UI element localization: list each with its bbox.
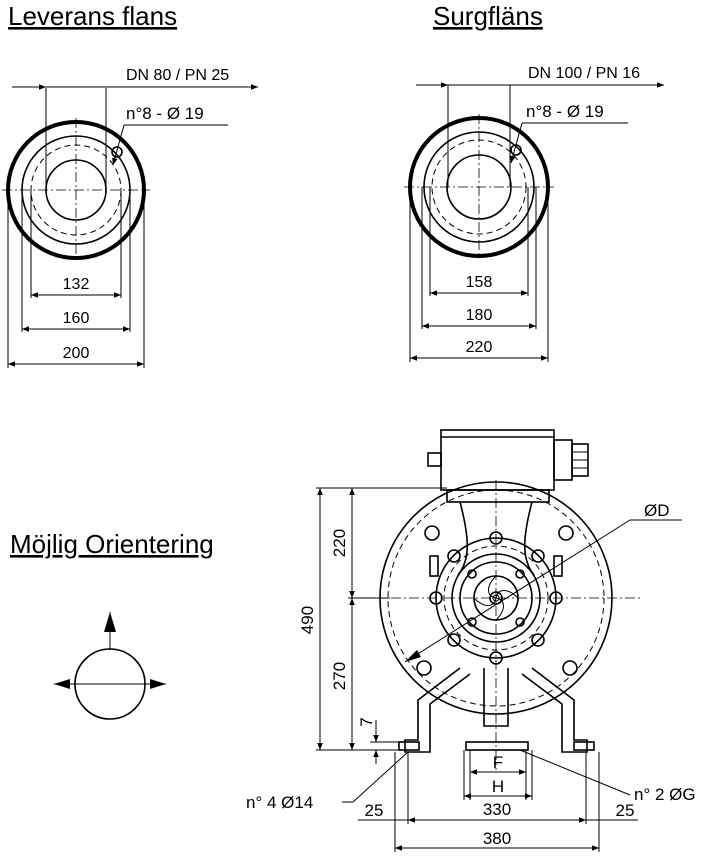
pump-label-n4-o14: n° 4 Ø14 [246, 793, 313, 812]
right-flange-drawing [404, 82, 664, 362]
right-flange-dim-220: 220 [466, 339, 493, 356]
pump-dimensions [316, 487, 638, 852]
pump-label-h: H [492, 777, 504, 796]
arrow-up-icon [104, 612, 116, 632]
pump-dim-330: 330 [483, 800, 511, 819]
arrow-left-icon [54, 679, 70, 689]
pump-dim-25-left: 25 [365, 801, 384, 820]
arrow-right-icon [150, 679, 166, 689]
pump-dim-220: 220 [330, 529, 349, 557]
pump-dim-490: 490 [298, 606, 317, 634]
heading-surgflans: Surgfläns [433, 1, 543, 31]
right-flange-dn-pn-label: DN 100 / PN 16 [528, 65, 640, 82]
left-flange-holes-label: n°8 - Ø 19 [126, 104, 204, 123]
pump-dim-7: 7 [357, 717, 376, 726]
left-flange-drawing [2, 84, 258, 368]
right-flange-holes-label: n°8 - Ø 19 [526, 102, 604, 121]
right-flange-dim-158: 158 [466, 274, 493, 291]
right-flange-dim-180: 180 [466, 307, 493, 324]
pump-front-view [355, 429, 682, 770]
left-flange-dim-160: 160 [63, 310, 90, 327]
pump-dim-380: 380 [483, 829, 511, 848]
pump-label-od: ØD [644, 501, 670, 520]
orientation-symbol [54, 612, 166, 720]
heading-mojlig-orientering: Möjlig Orientering [10, 529, 214, 559]
heading-leverans-flans: Leverans flans [8, 1, 177, 31]
left-flange-dn-pn-label: DN 80 / PN 25 [126, 67, 229, 84]
pump-dim-270: 270 [330, 662, 349, 690]
pump-dim-25-right: 25 [616, 801, 635, 820]
left-flange-dim-200: 200 [63, 345, 90, 362]
pump-label-n2-og: n° 2 ØG [634, 785, 696, 804]
left-flange-dim-132: 132 [63, 276, 90, 293]
pump-label-f: F [493, 753, 503, 772]
